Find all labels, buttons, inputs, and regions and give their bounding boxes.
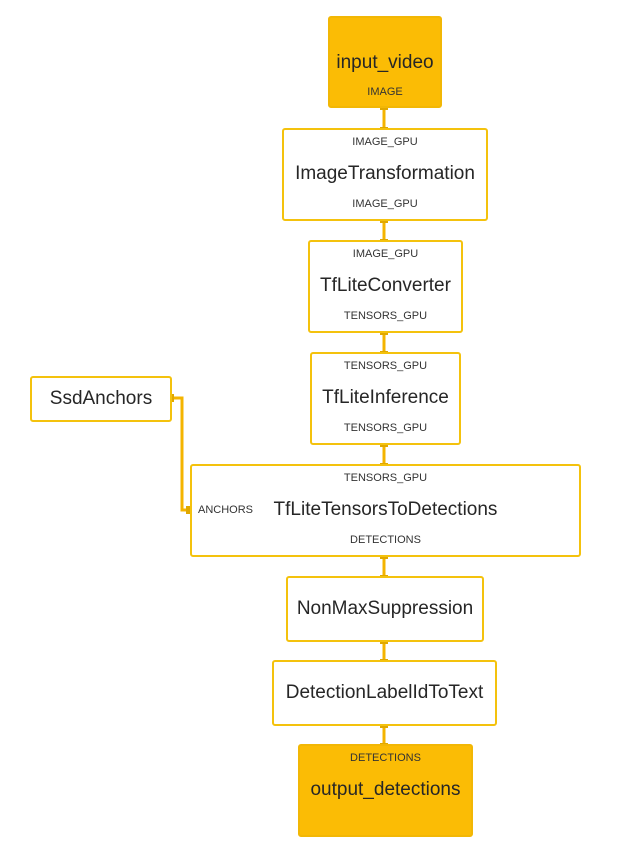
node-image-transformation[interactable]: IMAGE_GPU ImageTransformation IMAGE_GPU bbox=[282, 128, 488, 221]
node-tflite-inference[interactable]: TENSORS_GPU TfLiteInference TENSORS_GPU bbox=[310, 352, 461, 445]
node-title: SsdAnchors bbox=[49, 388, 153, 409]
input-port-label: TENSORS_GPU bbox=[343, 360, 428, 372]
node-title: output_detections bbox=[310, 779, 461, 800]
output-port-label: TENSORS_GPU bbox=[343, 422, 428, 434]
node-title: DetectionLabelIdToText bbox=[285, 682, 484, 703]
node-title: NonMaxSuppression bbox=[296, 598, 474, 619]
node-title: TfLiteTensorsToDetections bbox=[273, 499, 498, 520]
node-tflite-tensors-to-detections[interactable]: TENSORS_GPU ANCHORS TfLiteTensorsToDetec… bbox=[190, 464, 581, 557]
node-title: TfLiteInference bbox=[322, 387, 449, 408]
input-port-label: IMAGE_GPU bbox=[352, 136, 418, 148]
output-port-label: IMAGE_GPU bbox=[352, 198, 418, 210]
node-ssd-anchors[interactable]: SsdAnchors bbox=[30, 376, 172, 422]
input-port-label: TENSORS_GPU bbox=[343, 472, 428, 484]
node-non-max-suppression[interactable]: NonMaxSuppression bbox=[286, 576, 484, 642]
node-detection-label-id-to-text[interactable]: DetectionLabelIdToText bbox=[272, 660, 497, 726]
output-port-label: DETECTIONS bbox=[350, 534, 421, 546]
input-port-label: IMAGE_GPU bbox=[352, 248, 419, 260]
node-title: TfLiteConverter bbox=[320, 275, 451, 296]
side-port-label: ANCHORS bbox=[198, 504, 254, 516]
output-port-label: IMAGE bbox=[367, 86, 403, 98]
output-port-label: TENSORS_GPU bbox=[343, 310, 428, 322]
node-input-video[interactable]: input_video IMAGE bbox=[328, 16, 442, 108]
node-title: ImageTransformation bbox=[295, 163, 475, 184]
node-tflite-converter[interactable]: IMAGE_GPU TfLiteConverter TENSORS_GPU bbox=[308, 240, 463, 333]
input-port-label: DETECTIONS bbox=[350, 752, 421, 764]
node-title: input_video bbox=[336, 52, 434, 73]
edge-ssdanchors-to-anchors bbox=[170, 396, 190, 512]
node-output-detections[interactable]: DETECTIONS output_detections bbox=[298, 744, 473, 837]
